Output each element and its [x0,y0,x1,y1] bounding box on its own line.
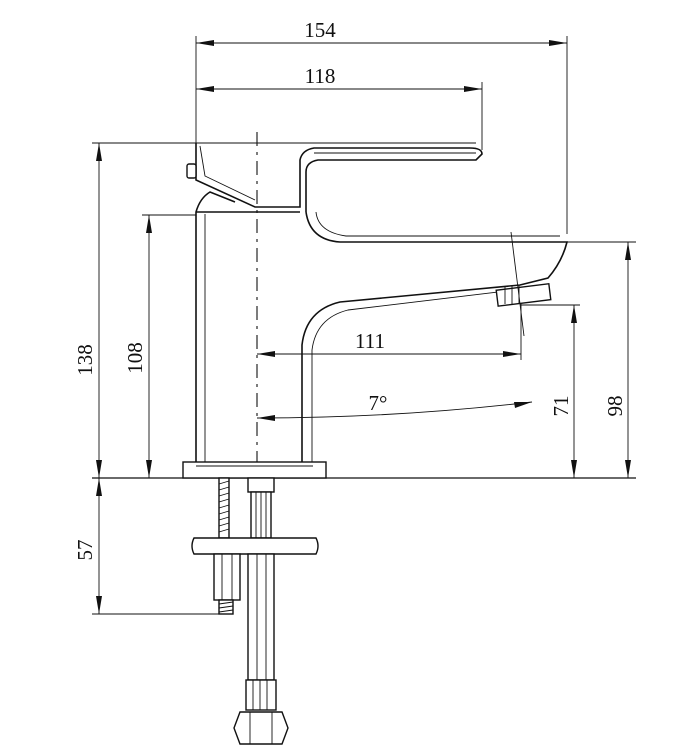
dimension-label: 111 [355,329,385,353]
faucet-body [195,191,300,478]
dimension-rotation-angle: 7° [256,391,533,421]
dimension-spout-top-height: 98 [567,241,636,478]
dimension-label: 7° [369,391,388,415]
dimension-outlet-height: 71 [521,304,580,478]
dimension-handle-length: 118 [196,64,483,150]
base-ring [182,461,327,479]
dimension-body-height: 108 [123,214,196,478]
dimension-label: 138 [73,344,97,376]
dimension-label: 118 [305,64,336,88]
dimension-spout-reach: 111 [257,304,522,360]
dimension-label: 108 [123,342,147,374]
mounting-hardware [191,477,319,745]
dimension-label: 71 [549,396,573,417]
dimension-under-counter-depth: 57 [73,478,219,615]
dimension-label: 154 [304,18,336,42]
spout [301,211,569,462]
dimension-label: 98 [603,396,627,417]
dimension-label: 57 [73,540,97,561]
dimension-overall-height: 138 [73,142,196,478]
lever-handle [186,142,483,212]
dimension-overall-length: 154 [195,18,568,234]
